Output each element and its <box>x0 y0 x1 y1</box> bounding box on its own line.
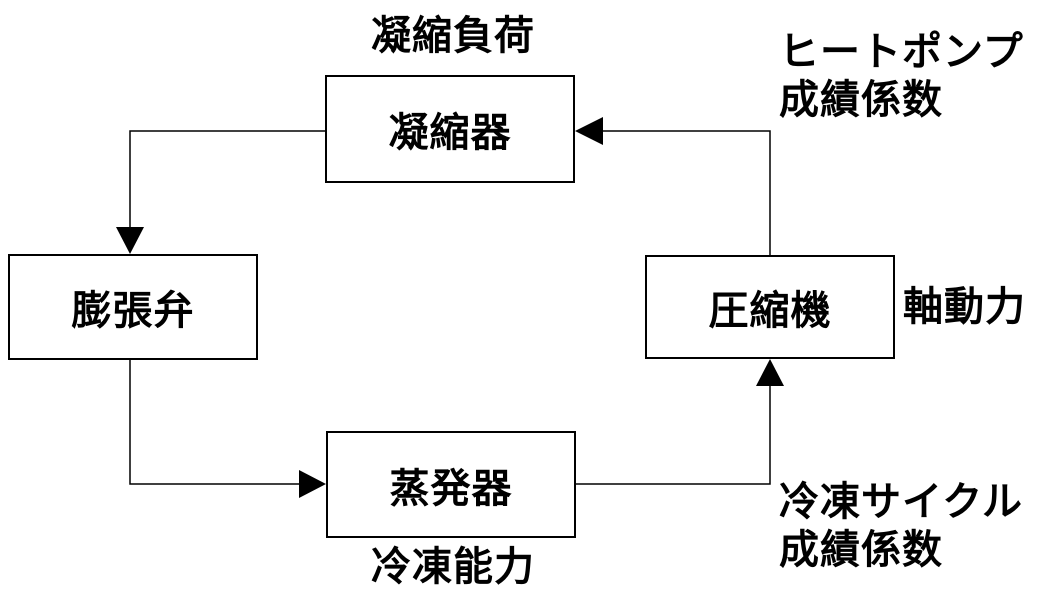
connector-evaporator-to-compressor <box>576 386 771 485</box>
heat-pump-cop-line2: 成績係数 <box>779 77 943 123</box>
condenser-box: 凝縮器 <box>325 75 575 183</box>
arrowhead-left-icon <box>575 117 603 145</box>
heat-pump-cop-label: ヒートポンプ 成績係数 <box>779 28 1024 124</box>
evaporator-box: 蒸発器 <box>326 431 576 538</box>
shaft-power-label: 軸動力 <box>903 283 1026 331</box>
compressor-box: 圧縮機 <box>645 255 895 359</box>
compressor-label: 圧縮機 <box>708 288 832 334</box>
heat-pump-cop-line1: ヒートポンプ <box>779 29 1024 75</box>
connector-condenser-to-expansion-valve <box>129 130 325 228</box>
evaporator-label: 蒸発器 <box>389 465 513 512</box>
refrigeration-capacity-text: 冷凍能力 <box>371 544 535 590</box>
connector-compressor-to-condenser <box>602 130 771 255</box>
refrigeration-cycle-cop-label: 冷凍サイクル 成績係数 <box>779 478 1023 574</box>
expansion-valve-box: 膨張弁 <box>8 254 258 360</box>
arrowhead-right-icon <box>299 470 326 498</box>
refrigeration-cycle-cop-line1: 冷凍サイクル <box>779 479 1023 525</box>
condensation-load-label: 凝縮負荷 <box>371 12 535 60</box>
shaft-power-text: 軸動力 <box>903 284 1026 330</box>
refrigeration-capacity-label: 冷凍能力 <box>371 543 535 591</box>
arrowhead-down-icon <box>116 227 144 254</box>
arrowhead-up-icon <box>756 359 784 386</box>
condenser-label: 凝縮器 <box>388 110 512 156</box>
expansion-valve-label: 膨張弁 <box>71 288 195 334</box>
condensation-load-text: 凝縮負荷 <box>371 13 535 59</box>
connector-expansion-valve-to-evaporator <box>129 360 300 485</box>
refrigeration-cycle-cop-line2: 成績係数 <box>779 527 943 573</box>
